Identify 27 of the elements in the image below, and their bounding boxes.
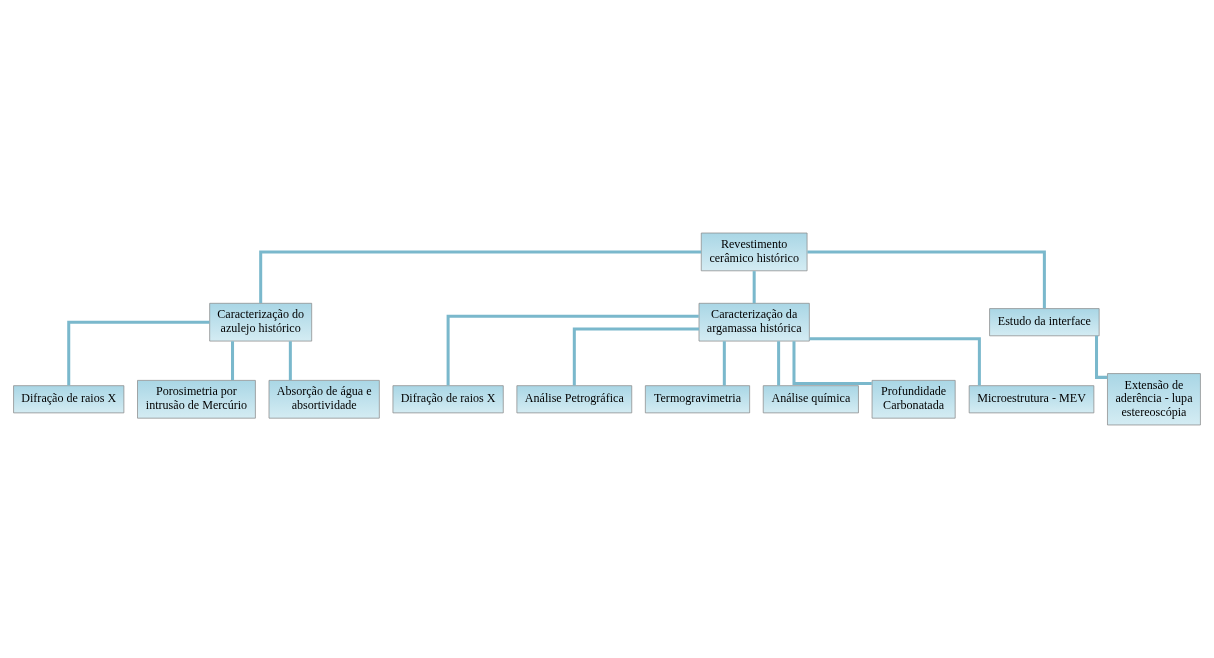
node-box: Revestimento cerâmico histórico — [700, 232, 808, 272]
connector — [777, 341, 781, 386]
connector — [572, 327, 699, 386]
connector — [259, 250, 702, 303]
connector — [722, 341, 726, 386]
node-box: Porosimetria por intrusão de Mercúrio — [137, 380, 256, 419]
node-box: Estudo da interface — [989, 308, 1100, 337]
connector — [792, 341, 872, 385]
node-box: Profundidade Carbonatada — [871, 380, 956, 419]
node-box: Termogravimetria — [644, 385, 750, 414]
node-box: Análise química — [762, 385, 859, 414]
node-box: Difração de raios X — [13, 385, 125, 414]
node-box: Caracterização da argamassa histórica — [698, 302, 810, 342]
node-box: Extensão de aderência - lupa estereoscópia — [1107, 373, 1201, 426]
connector — [446, 314, 699, 386]
connector — [1095, 335, 1108, 379]
node-box: Caracterização do azulejo histórico — [209, 302, 313, 342]
connector — [809, 337, 981, 386]
node-box: Difração de raios X — [392, 385, 504, 414]
node-box: Absorção de água e absortividade — [268, 380, 380, 419]
connector — [231, 341, 235, 381]
connector — [752, 271, 756, 304]
connector — [288, 341, 292, 381]
node-box: Análise Petrográfica — [516, 385, 633, 414]
connector — [807, 250, 1046, 309]
node-box: Microestrutura - MEV — [968, 385, 1095, 414]
connector — [67, 320, 210, 386]
